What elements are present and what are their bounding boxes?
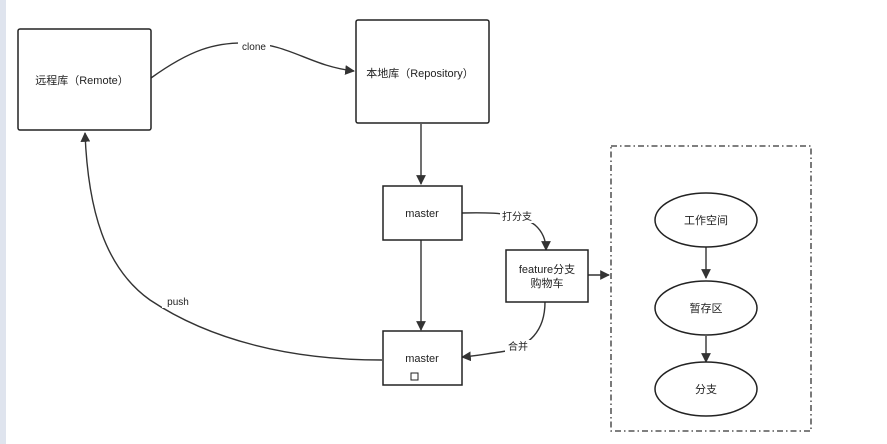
workspace-ellipse: [654, 192, 758, 248]
master-top-label: master: [405, 208, 439, 220]
local-repo-box: [355, 19, 490, 124]
push-edge-label: push: [167, 297, 189, 308]
branch-out-edge: [461, 212, 551, 251]
branch-label: 分支: [695, 383, 717, 396]
branch-out-edge-label: 打分支: [502, 210, 532, 223]
merge-edge: [461, 301, 546, 362]
remote-repo-label: 远程库（Remote）: [35, 74, 129, 87]
workspace-group-frame: [610, 145, 812, 432]
merge-edge-label: 合并: [508, 340, 528, 353]
master-bottom-box: [382, 330, 463, 386]
master-bottom-label: master: [405, 353, 439, 365]
master-top-box: [382, 185, 463, 241]
clone-edge-label: clone: [242, 42, 266, 53]
feature-branch-sublabel: 购物车: [531, 276, 564, 290]
push-label-bg: [162, 295, 194, 308]
clone-label-bg: [238, 40, 270, 53]
merge-label-bg: [505, 340, 531, 353]
feature-branch-label: feature分支: [519, 263, 575, 276]
workspace-label: 工作空间: [684, 213, 728, 227]
branch-ellipse: [654, 361, 758, 417]
staging-label: 暂存区: [690, 301, 723, 315]
local-repo-label: 本地库（Repository）: [366, 66, 474, 80]
push-edge: [80, 132, 383, 361]
remote-repo-box: [17, 28, 152, 131]
left-edge-strip: [0, 0, 6, 444]
branch-out-label-bg: [500, 210, 534, 223]
selection-handle-icon[interactable]: [410, 372, 419, 381]
feature-branch-box: [505, 249, 589, 303]
staging-ellipse: [654, 280, 758, 336]
